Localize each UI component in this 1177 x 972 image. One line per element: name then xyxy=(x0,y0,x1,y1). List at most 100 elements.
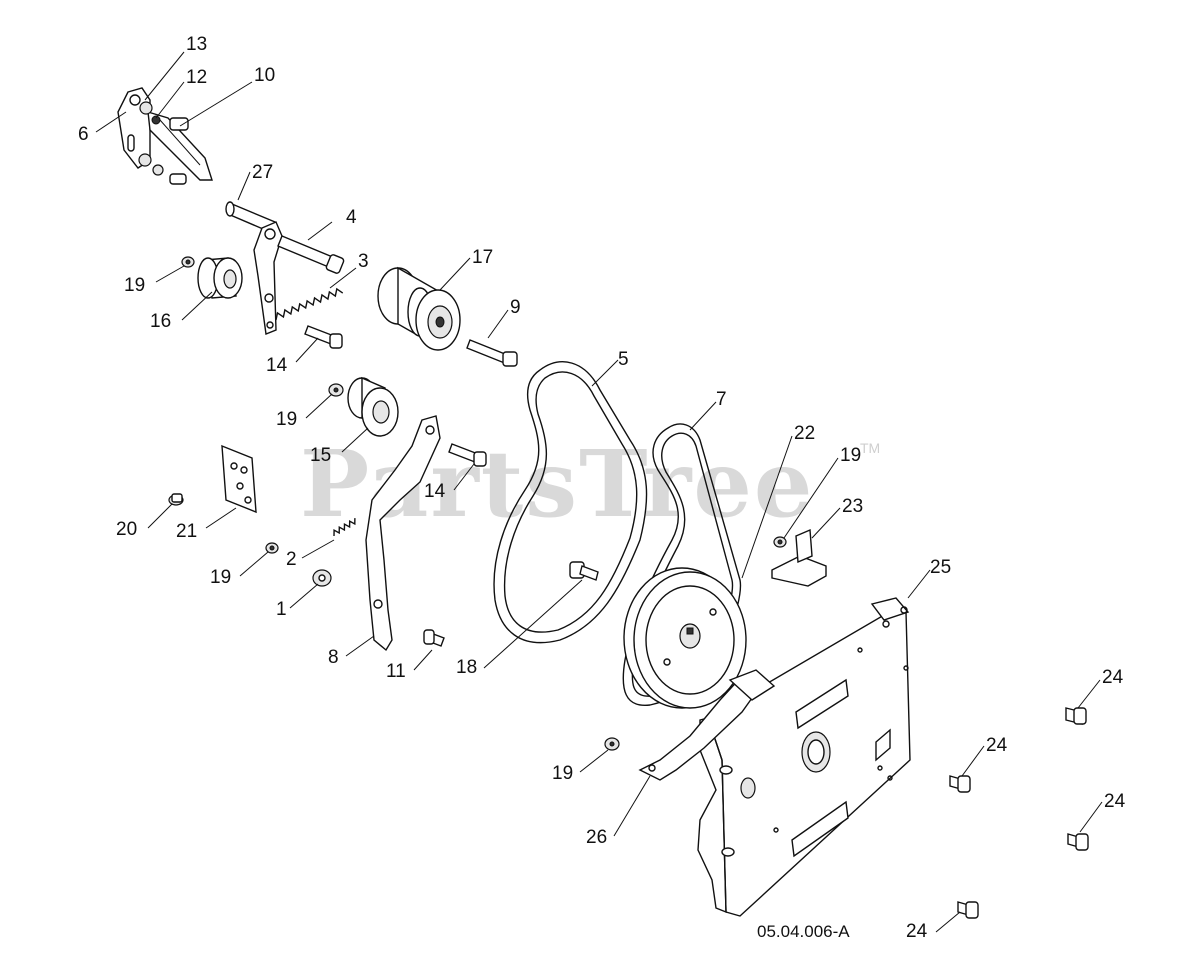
leader-9 xyxy=(487,309,509,339)
leader-14b xyxy=(453,463,475,491)
callout-1: 1 xyxy=(276,599,287,620)
part-14-bolt-b xyxy=(448,443,487,467)
leader-19e xyxy=(579,749,609,773)
callout-8: 8 xyxy=(328,647,339,668)
leader-23 xyxy=(811,507,841,539)
part-11-bolt xyxy=(423,629,445,647)
part-3-arm xyxy=(253,221,283,335)
callout-23: 23 xyxy=(842,496,864,517)
part-19-nut-a xyxy=(181,256,195,268)
callout-3: 3 xyxy=(358,251,369,272)
part-19-nut-c xyxy=(773,536,787,548)
leader-21 xyxy=(205,507,237,529)
leader-19b xyxy=(305,393,333,419)
leader-19c xyxy=(783,457,839,539)
part-2-spring xyxy=(333,518,356,537)
watermark-trademark: TM xyxy=(860,440,881,456)
part-15-pulley xyxy=(347,376,399,437)
leader-12 xyxy=(155,81,185,119)
callout-17: 17 xyxy=(472,247,494,268)
callout-19-a: 19 xyxy=(124,275,146,296)
leader-26 xyxy=(613,775,651,837)
leader-18 xyxy=(483,579,583,669)
callout-14-a: 14 xyxy=(266,355,288,376)
leader-19d xyxy=(239,551,269,577)
callout-10: 10 xyxy=(254,65,276,86)
part-23-bracket xyxy=(771,528,827,587)
callout-19-b: 19 xyxy=(276,409,298,430)
callout-16: 16 xyxy=(150,311,172,332)
part-18-bolt xyxy=(569,561,599,581)
part-5-belt xyxy=(493,361,648,644)
callout-4: 4 xyxy=(346,207,357,228)
leader-3 xyxy=(329,267,357,289)
leader-4 xyxy=(307,221,333,241)
leader-20 xyxy=(147,503,173,529)
callout-19-d: 19 xyxy=(210,567,232,588)
part-16-pulley xyxy=(197,257,243,299)
callout-11: 11 xyxy=(386,661,406,682)
part-24-screw-c xyxy=(1067,833,1089,851)
leader-6 xyxy=(95,111,127,133)
leader-7 xyxy=(689,401,717,431)
part-21-plate xyxy=(221,444,257,514)
leader-27 xyxy=(237,171,251,201)
callout-13: 13 xyxy=(186,34,208,55)
part-22-pulley xyxy=(623,567,747,709)
callout-5: 5 xyxy=(618,349,629,370)
part-10-linkage xyxy=(138,101,213,185)
leader-5 xyxy=(591,359,619,387)
part-1-washer xyxy=(312,569,332,587)
part-14-bolt-a xyxy=(304,325,343,349)
part-24-screw-a xyxy=(1065,707,1087,725)
part-19-nut-e xyxy=(604,737,620,751)
callout-12: 12 xyxy=(186,67,208,88)
callout-6: 6 xyxy=(78,124,89,145)
leader-24c xyxy=(1079,801,1103,833)
leader-8 xyxy=(345,635,375,657)
part-25-plate xyxy=(697,597,911,917)
part-9-bolt xyxy=(466,339,518,367)
drawing-code: 05.04.006-A xyxy=(757,922,850,941)
leader-17 xyxy=(439,257,471,291)
leader-24b xyxy=(961,745,985,777)
callout-21: 21 xyxy=(176,521,198,542)
callout-22: 22 xyxy=(794,423,816,444)
leader-19a xyxy=(155,265,185,283)
part-19-nut-b xyxy=(328,383,344,397)
leader-lines xyxy=(95,51,1103,933)
leader-22 xyxy=(741,435,793,579)
callout-14-b: 14 xyxy=(424,481,446,502)
part-17-pulley xyxy=(377,266,461,351)
leader-16 xyxy=(181,291,213,321)
leader-15 xyxy=(341,427,369,453)
part-3-spring xyxy=(275,287,344,321)
part-20-bolt xyxy=(168,493,184,506)
callout-24-c: 24 xyxy=(1104,791,1126,812)
part-24-screw-d xyxy=(957,901,979,919)
leader-14a xyxy=(295,337,319,363)
callout-15: 15 xyxy=(310,445,332,466)
part-8-arm xyxy=(365,415,441,652)
part-24-screw-b xyxy=(949,775,971,793)
leader-24d xyxy=(935,911,961,933)
leader-11 xyxy=(413,649,433,671)
callout-20: 20 xyxy=(116,519,138,540)
leader-24a xyxy=(1077,679,1101,709)
callout-26: 26 xyxy=(586,827,608,848)
part-19-nut-d xyxy=(265,542,279,554)
leader-1 xyxy=(289,583,319,609)
callout-24-b: 24 xyxy=(986,735,1008,756)
leader-25 xyxy=(907,569,931,599)
callout-27: 27 xyxy=(252,162,274,183)
callout-19-c: 19 xyxy=(840,445,862,466)
callout-7: 7 xyxy=(716,389,727,410)
leader-13 xyxy=(144,51,185,101)
callout-19-e: 19 xyxy=(552,763,574,784)
part-4-bolt xyxy=(277,235,345,274)
callout-25: 25 xyxy=(930,557,952,578)
callout-24-d: 24 xyxy=(906,921,928,942)
leader-10 xyxy=(179,81,253,127)
